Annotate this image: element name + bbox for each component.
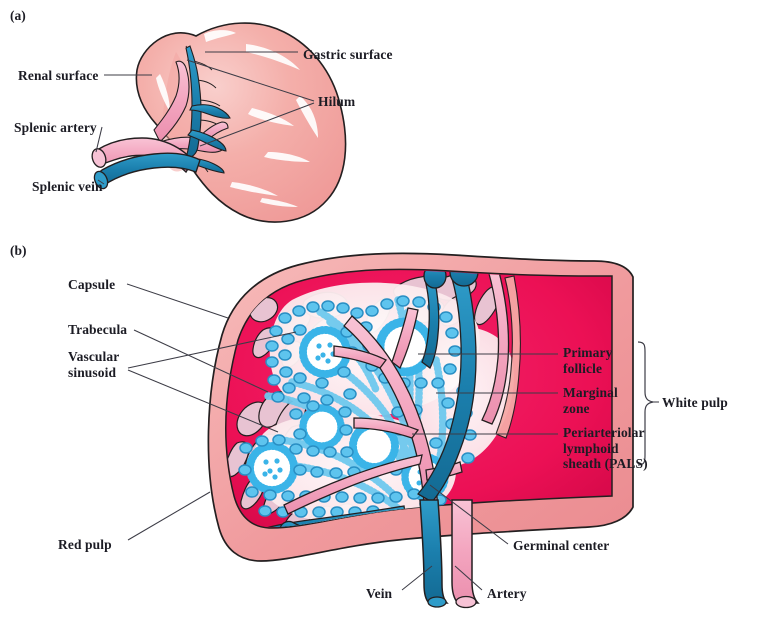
leader-vein	[401, 565, 433, 591]
leader-hilum-upper	[186, 59, 315, 102]
spleen-highlights	[156, 30, 318, 207]
label-trabecula: Trabecula	[68, 322, 128, 337]
label-artery: Artery	[487, 586, 527, 601]
hilar-vessels-bottom	[419, 499, 480, 609]
label-gastric-surface: Gastric surface	[303, 47, 393, 62]
label-renal-surface: Renal surface	[18, 68, 99, 83]
hilum-artery-trunk	[451, 499, 480, 604]
label-splenic-vein: Splenic vein	[32, 179, 103, 194]
hilum-vein-trunk	[419, 499, 449, 604]
label-primary-follicle: Primary follicle	[563, 345, 613, 376]
hilar-vein-branches	[183, 45, 231, 174]
label-capsule: Capsule	[68, 277, 116, 292]
label-vein: Vein	[366, 586, 393, 601]
panel-a-leader-lines	[95, 51, 315, 185]
panel-b-tag: (b)	[10, 243, 27, 258]
splenic-artery-lumen	[91, 148, 107, 168]
hilum-vein-lumen	[427, 596, 447, 608]
leader-vascular-sinusoid-1	[127, 331, 297, 369]
hilum-artery-lumen	[455, 595, 477, 609]
label-pals: Periarteriolar lymphoid sheath (PALS)	[563, 425, 648, 471]
follicle-primary-3	[299, 404, 345, 450]
leader-hilum-lower	[199, 102, 315, 147]
panel-b-leader-lines	[126, 283, 659, 591]
label-marginal-zone: Marginal zone	[563, 385, 618, 416]
leader-splenic-artery	[95, 126, 103, 153]
spleen-organ-whole	[91, 22, 347, 223]
leader-splenic-vein	[97, 179, 105, 185]
splenic-vein-lumen	[93, 170, 109, 190]
leader-capsule	[126, 283, 229, 319]
label-germinal-center: Germinal center	[513, 538, 610, 553]
label-red-pulp: Red pulp	[58, 537, 112, 552]
label-splenic-artery: Splenic artery	[14, 120, 97, 135]
leader-vascular-sinusoid-2	[127, 369, 279, 433]
leader-artery	[454, 565, 483, 591]
leader-germinal-center	[429, 484, 509, 545]
label-hilum: Hilum	[318, 94, 356, 109]
follicle-with-germinal-center-5	[246, 442, 298, 494]
label-white-pulp: White pulp	[662, 395, 728, 410]
spleen-section-illustration	[207, 252, 634, 609]
spleen-body	[135, 22, 347, 223]
leader-trabecula	[133, 329, 269, 393]
label-vascular-sinusoid: Vascular sinusoid	[68, 349, 120, 380]
panel-a-tag: (a)	[10, 8, 26, 23]
leader-red-pulp	[127, 491, 211, 541]
